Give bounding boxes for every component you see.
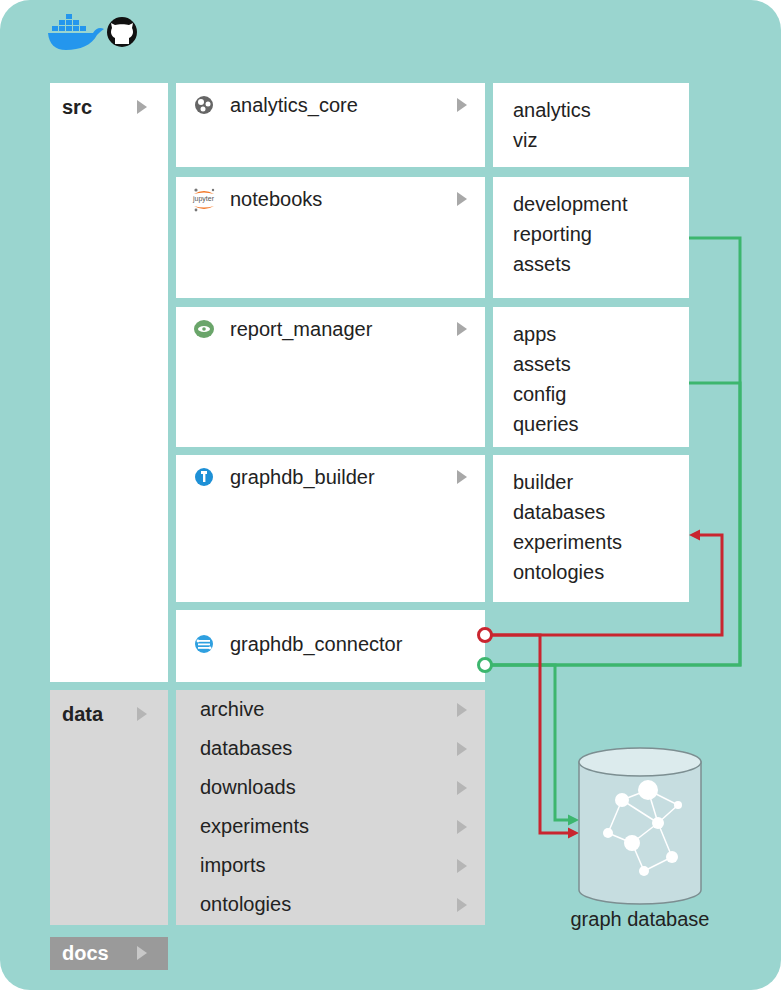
module-box: graphdb_builder — [176, 455, 485, 602]
jupyter-icon — [194, 188, 214, 211]
subfolder-name: config — [513, 379, 677, 409]
module-name: analytics_core — [230, 93, 455, 117]
database-cylinder: graph database — [560, 745, 720, 935]
database-label: graph database — [560, 908, 720, 930]
module-name: graphdb_builder — [230, 465, 455, 489]
connector — [485, 238, 740, 665]
analytics-icon — [195, 96, 213, 114]
subfolder-list: developmentreportingassets — [493, 177, 689, 298]
subfolder-name: assets — [513, 249, 677, 279]
arrow-head — [568, 815, 579, 826]
folder-box: src — [50, 83, 168, 682]
subfolder-list: analyticsviz — [493, 83, 689, 167]
logo-text: jupyter — [193, 195, 214, 203]
module-box: report_manager — [176, 307, 485, 447]
port-ring — [479, 629, 492, 642]
folder-name: docs — [62, 941, 156, 965]
module-box: analytics_core — [176, 83, 485, 167]
arrow-head — [689, 530, 700, 541]
subfolder-list: archivedatabasesdownloadsexperimentsimpo… — [176, 690, 485, 925]
subfolder-name: development — [513, 189, 677, 219]
connector — [485, 635, 579, 839]
connector-line — [485, 665, 570, 820]
subfolder-name: databases — [200, 729, 445, 768]
subfolder-name: databases — [513, 497, 677, 527]
subfolder-name: downloads — [200, 768, 445, 807]
subfolder-name: ontologies — [513, 557, 677, 587]
folder-name: data — [62, 702, 156, 726]
subfolder-name: analytics — [513, 95, 677, 125]
subfolder-name: apps — [513, 319, 677, 349]
subfolder-name: experiments — [513, 527, 677, 557]
module-box: graphdb_connector — [176, 610, 485, 682]
docker-logo — [48, 14, 104, 50]
arrow-head — [568, 828, 579, 839]
module-name: graphdb_connector — [230, 632, 465, 656]
github-logo — [107, 17, 137, 47]
connector — [485, 665, 579, 826]
subfolder-list: appsassetsconfigqueries — [493, 307, 689, 447]
builder-icon — [195, 468, 213, 486]
report-icon — [194, 320, 214, 338]
subfolder-name: archive — [200, 690, 445, 729]
subfolder-name: builder — [513, 467, 677, 497]
subfolder-name: queries — [513, 409, 677, 439]
subfolder-name: assets — [513, 349, 677, 379]
module-name: report_manager — [230, 317, 455, 341]
folder-name: src — [62, 95, 156, 119]
connector-line — [485, 238, 740, 665]
subfolder-name: viz — [513, 125, 677, 155]
module-box: notebooks — [176, 177, 485, 298]
subfolder-name: ontologies — [200, 885, 445, 924]
folder-box: docs — [50, 937, 168, 970]
subfolder-list: builderdatabasesexperimentsontologies — [493, 455, 689, 602]
cylinder-shape — [560, 745, 720, 905]
connector-line — [485, 635, 570, 833]
subfolder-name: imports — [200, 846, 445, 885]
port-ring — [479, 659, 492, 672]
folder-box: data — [50, 690, 168, 925]
module-name: notebooks — [230, 187, 455, 211]
connector-icon — [195, 635, 213, 653]
subfolder-name: experiments — [200, 807, 445, 846]
expand-triangles — [137, 98, 467, 960]
subfolder-name: reporting — [513, 219, 677, 249]
